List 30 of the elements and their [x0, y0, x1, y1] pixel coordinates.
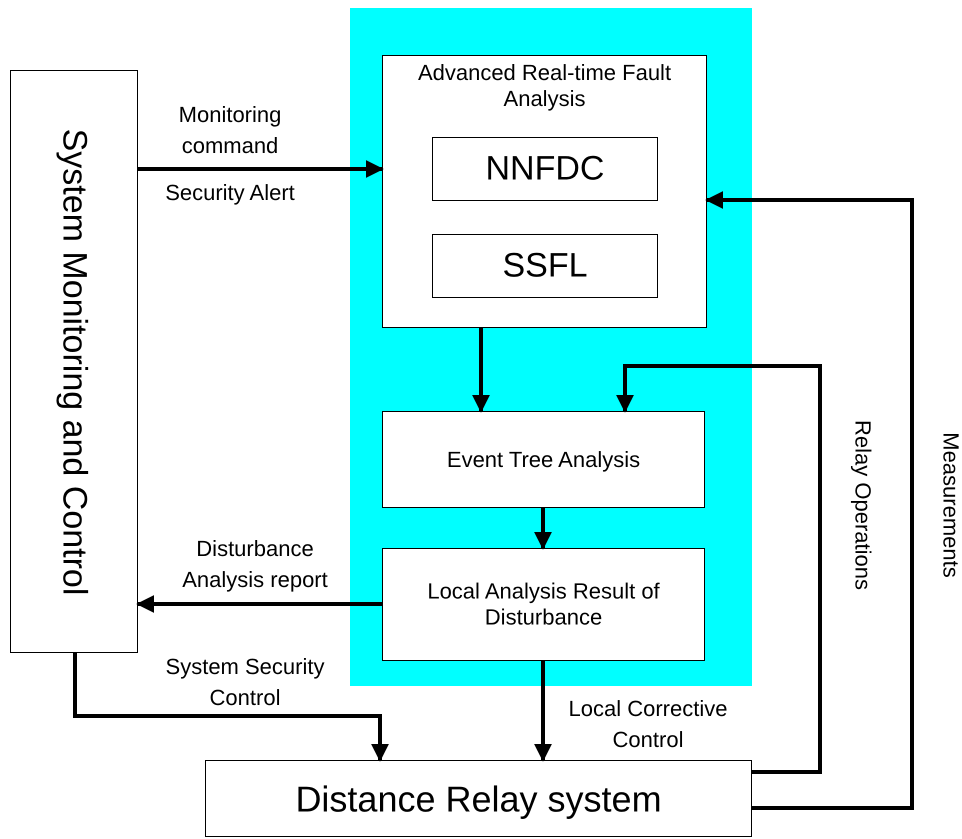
node-label: SSFL	[501, 246, 589, 286]
system-box	[10, 70, 138, 653]
process-box	[432, 137, 658, 201]
module-band	[350, 8, 752, 686]
process-box	[382, 411, 705, 508]
arrow	[705, 191, 914, 810]
note-label: Security Alert	[164, 179, 296, 207]
node-label: NNFDC	[484, 148, 606, 190]
process-box	[205, 760, 752, 837]
process-box	[382, 548, 705, 661]
arrow	[472, 328, 490, 413]
edge-label: Local Corrective Control	[568, 695, 728, 754]
edge-label: Measurements	[937, 432, 962, 578]
arrow	[534, 661, 552, 762]
arrow	[73, 653, 389, 762]
node-label: Local Analysis Result of Disturbance	[426, 578, 661, 631]
edge-label: Relay Operations	[849, 420, 876, 590]
node-label: System Monitoring and Control	[54, 128, 94, 595]
arrow	[138, 160, 384, 178]
edge-label: System Security Control	[164, 653, 326, 712]
node-label: Advanced Real-time Fault Analysis	[416, 60, 672, 113]
edge-label: Disturbance Analysis report	[181, 535, 329, 594]
process-box	[382, 55, 707, 328]
edge-label: Monitoring command	[178, 101, 282, 160]
process-box	[432, 234, 658, 298]
arrow	[534, 508, 552, 550]
node-label: Distance Relay system	[294, 776, 663, 820]
node-label: Event Tree Analysis	[446, 446, 642, 473]
arrow	[616, 364, 822, 774]
arrow	[136, 595, 382, 613]
